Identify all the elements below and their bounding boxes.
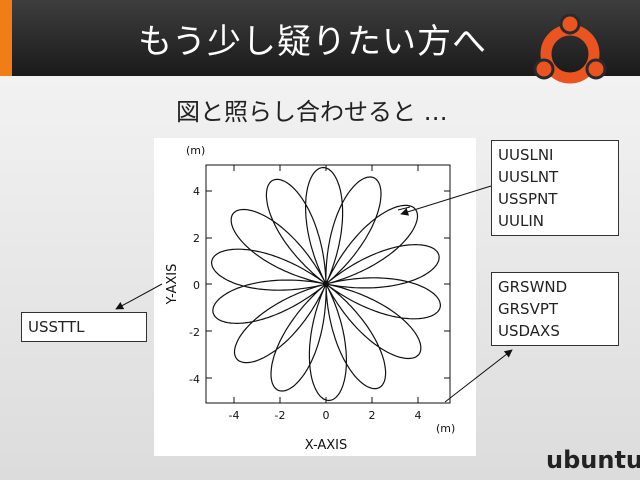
y-tick-label: -2 [189,326,200,339]
y-tick-label: 4 [193,185,200,198]
callout-label: USSTTL [28,318,85,336]
ubuntu-circle-of-friends-icon [533,14,607,84]
figure-plot: (m) (m) -4 -2 0 2 4 4 2 0 -2 -4 X-AXIS Y… [165,144,455,453]
callout-label: GRSWND [498,278,568,296]
arrow-to-curve [400,185,492,216]
rose-curve [211,166,441,402]
y-tick-label: -4 [189,373,200,386]
rose-curve-figure: (m) (m) -4 -2 0 2 4 4 2 0 -2 -4 X-AXIS Y… [154,138,476,456]
callout-label: GRSVPT [498,300,559,318]
x-unit-label: (m) [436,422,455,435]
x-tick-label: -2 [275,409,286,422]
x-tick-label: 0 [323,409,330,422]
arrow-to-frame-box [444,349,513,403]
arrow-to-title-box [115,283,163,310]
y-unit-label: (m) [186,144,205,157]
callout-label: UUSLNI [498,146,554,164]
slide-subtitle: 図と照らし合わせると … [176,98,448,126]
x-tick-label: -4 [229,409,240,422]
callout-label: USDAXS [498,322,560,340]
x-tick-label: 2 [369,409,376,422]
axis-ticks [206,165,450,403]
callout-box-title-routine: USSTTL [21,312,147,342]
callout-label: UUSLNT [498,168,559,186]
callout-box-frame-routines: GRSWND GRSVPT USDAXS [491,272,619,346]
callout-box-curve-routines: UUSLNI UUSLNT USSPNT UULIN [491,140,619,236]
x-axis-title: X-AXIS [305,438,348,453]
slide-title: もう少し疑りたい方へ [138,22,487,62]
header-accent-bar [0,0,12,76]
callout-label: UULIN [498,212,544,230]
ubuntu-wordmark: ubuntu [546,446,640,474]
y-tick-label: 0 [193,279,200,292]
x-tick-label: 4 [415,409,422,422]
y-tick-label: 2 [193,232,200,245]
callout-label: USSPNT [498,190,558,208]
slide-header: もう少し疑りたい方へ [0,0,640,76]
y-axis-title: Y-AXIS [165,264,180,306]
